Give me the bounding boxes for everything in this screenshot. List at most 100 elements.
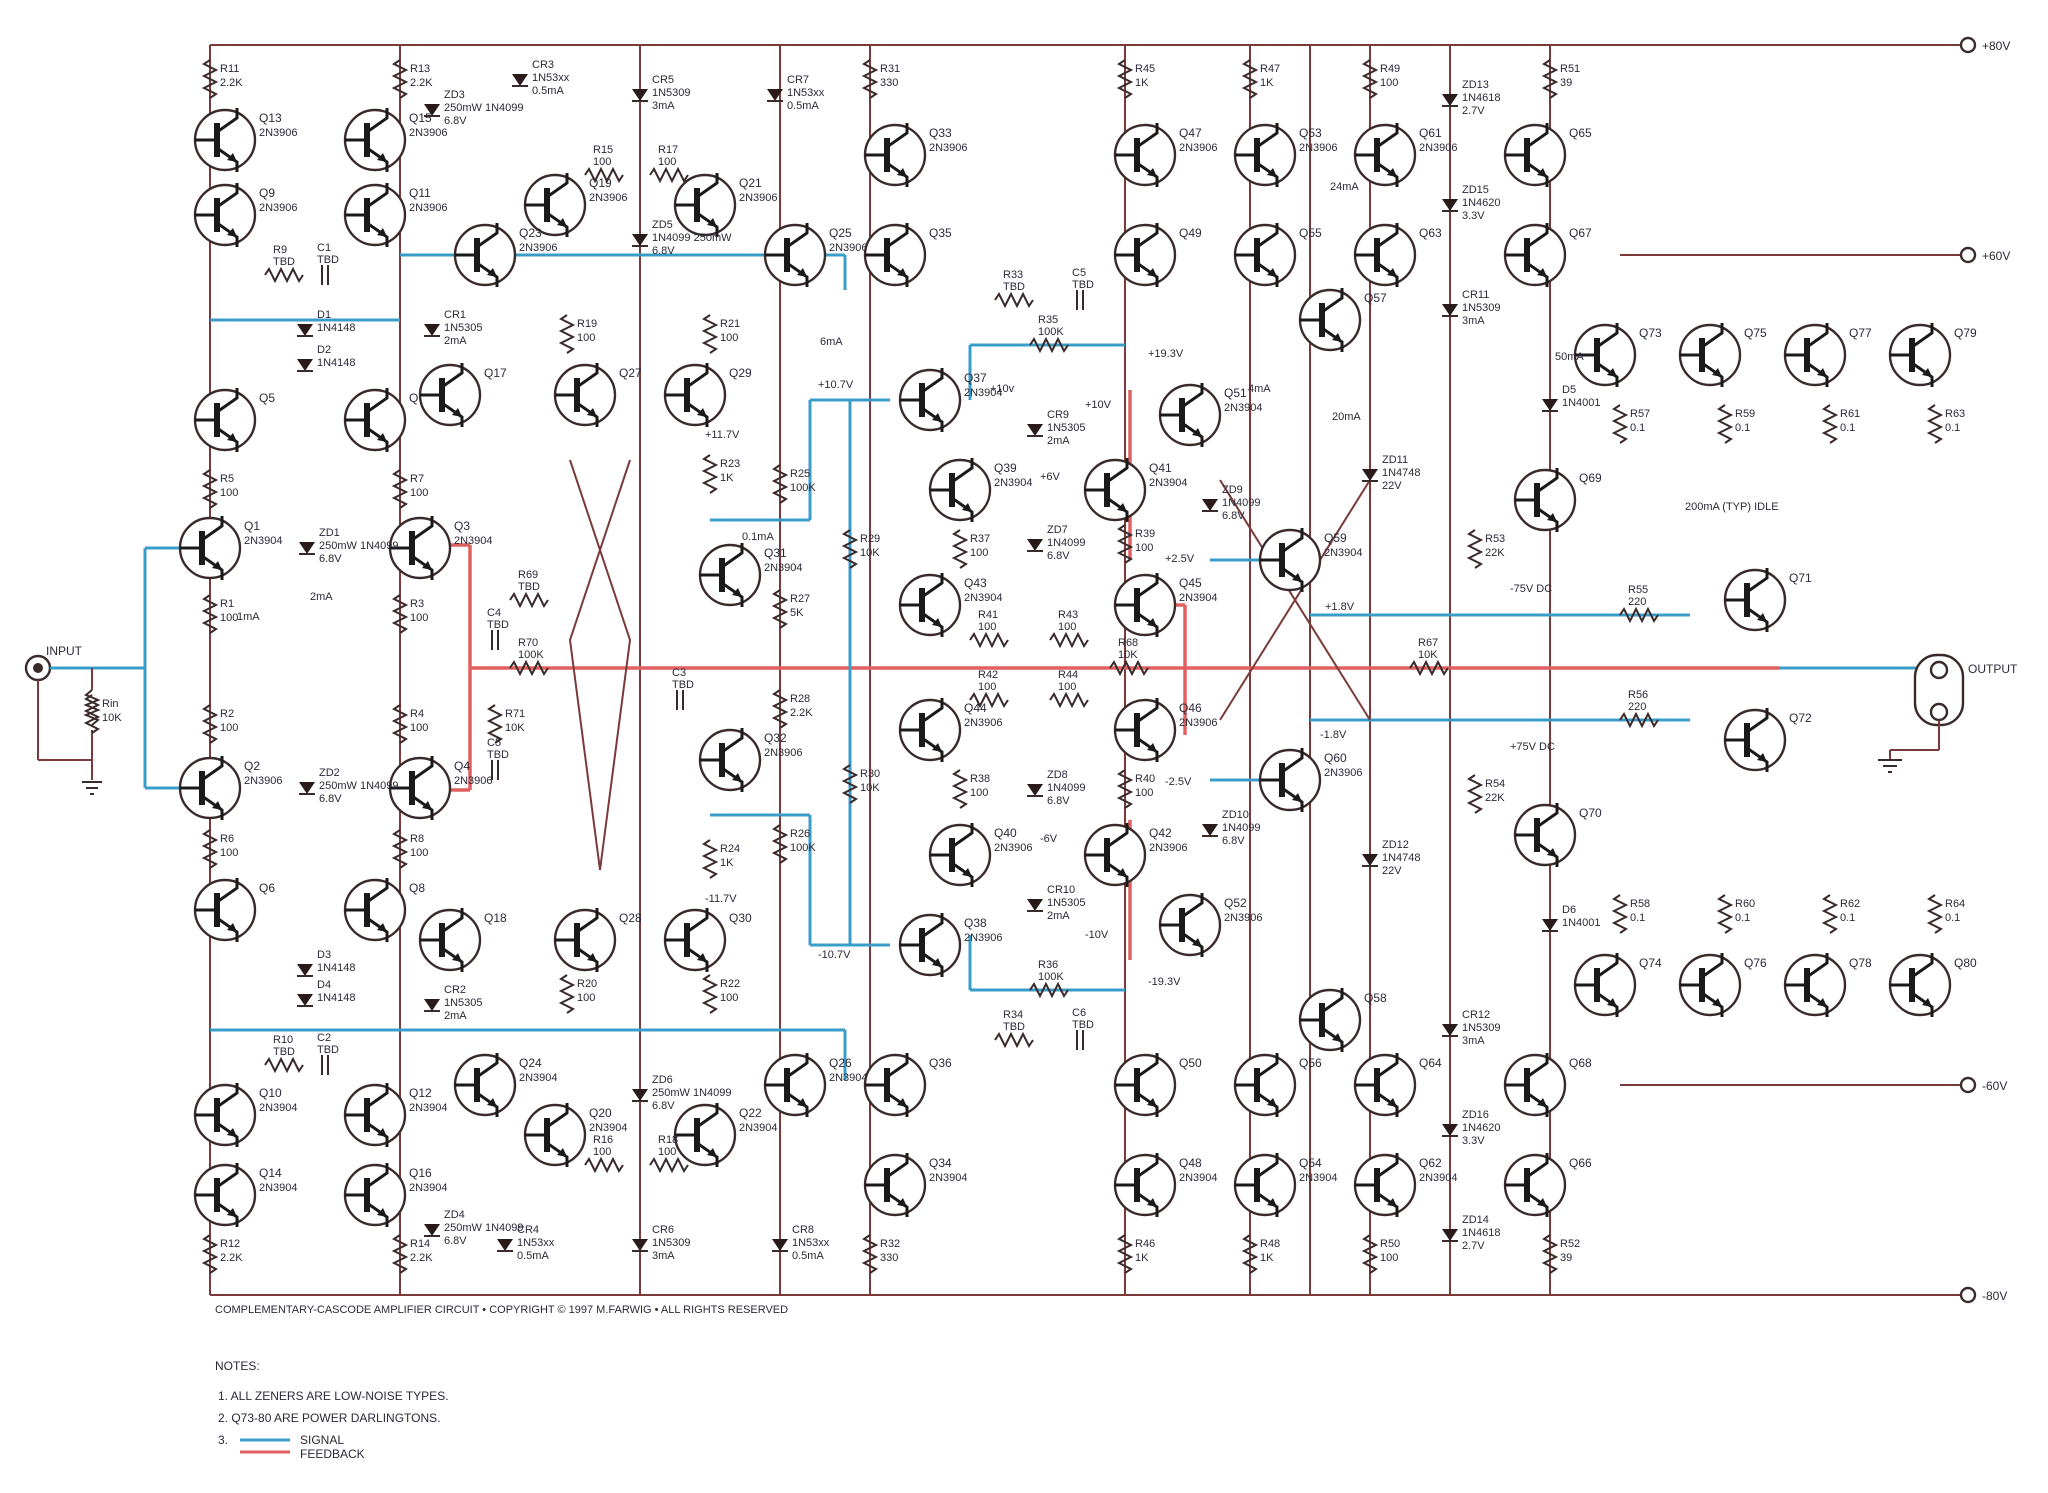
input-label: INPUT xyxy=(46,644,83,658)
resistor-value: 100 xyxy=(1135,787,1153,799)
resistor-value: TBD xyxy=(273,256,295,268)
diode-note: 2.7V xyxy=(1462,105,1485,117)
resistor-ref: R24 xyxy=(720,843,740,855)
diode-note: 2mA xyxy=(1047,910,1070,922)
diode-part: 1N4099 250mW xyxy=(652,232,732,244)
resistor-value: 100 xyxy=(593,1146,611,1158)
transistor-ref: Q41 xyxy=(1149,461,1172,475)
current-annotation: 24mA xyxy=(1330,181,1359,193)
resistor-ref: R6 xyxy=(220,833,234,845)
resistor-ref: R61 xyxy=(1840,408,1860,420)
current-annotation: 50mA xyxy=(1555,351,1584,363)
current-annotation: 2mA xyxy=(310,591,333,603)
resistor-value: 100K xyxy=(790,842,816,854)
diode-part: 1N4620 xyxy=(1462,1122,1501,1134)
transistor-part: 2N3906 xyxy=(1179,717,1218,729)
transistor-ref: Q39 xyxy=(994,461,1017,475)
transistor-part: 2N3906 xyxy=(1419,142,1458,154)
transistor-ref: Q23 xyxy=(519,226,542,240)
resistor-ref: R27 xyxy=(790,593,810,605)
transistor-part: 2N3904 xyxy=(739,1122,778,1134)
resistor-ref: R37 xyxy=(970,533,990,545)
diode-part: 1N4099 xyxy=(1222,822,1261,834)
resistor-ref: R3 xyxy=(410,598,424,610)
diode-ref: CR6 xyxy=(652,1224,674,1236)
resistor-ref: R22 xyxy=(720,978,740,990)
diode-ref: ZD8 xyxy=(1047,769,1068,781)
transistor-ref: Q35 xyxy=(929,226,952,240)
resistor-ref: R20 xyxy=(577,978,597,990)
transistor-q66: Q66 xyxy=(1503,1153,1592,1217)
diode-part: 1N5309 xyxy=(652,1237,691,1249)
diode-part: 1N4618 xyxy=(1462,1227,1501,1239)
diode-ref: ZD6 xyxy=(652,1074,673,1086)
transistor-q67: Q67 xyxy=(1503,223,1592,287)
transistor-ref: Q56 xyxy=(1299,1056,1322,1070)
resistor-value: 100 xyxy=(720,992,738,1004)
transistor-part: 2N3906 xyxy=(964,717,1003,729)
transistor-q55: Q55 xyxy=(1233,223,1322,287)
resistor-value: 22K xyxy=(1485,547,1505,559)
resistor-ref: R35 xyxy=(1038,314,1058,326)
diode-part: 1N5309 xyxy=(1462,302,1501,314)
resistor-value: 100 xyxy=(410,722,428,734)
resistor-ref: R26 xyxy=(790,828,810,840)
diode-note: 2.7V xyxy=(1462,1240,1485,1252)
diode-part: 250mW 1N4099 xyxy=(319,780,399,792)
resistor-ref: R50 xyxy=(1380,1238,1400,1250)
resistor-ref: R57 xyxy=(1630,408,1650,420)
resistor-value: 0.1 xyxy=(1840,422,1855,434)
transistor-ref: Q17 xyxy=(484,366,507,380)
diode-note: 6.8V xyxy=(652,245,675,257)
feedback-traces xyxy=(440,390,1940,960)
diode-part: 1N4618 xyxy=(1462,92,1501,104)
resistor-value: 100K xyxy=(1038,971,1064,983)
resistor-value: 330 xyxy=(880,1252,898,1264)
resistor-ref: R11 xyxy=(220,63,239,75)
transistor-ref: Q10 xyxy=(259,1086,282,1100)
transistor-ref: Q66 xyxy=(1569,1156,1592,1170)
transistor-part: 2N3904 xyxy=(1179,1172,1218,1184)
resistor-value: TBD xyxy=(1003,281,1025,293)
resistor-ref: R15 xyxy=(593,144,613,156)
transistor-ref: Q33 xyxy=(929,126,952,140)
diode-part: 250mW 1N4099 xyxy=(652,1087,732,1099)
transistor-ref: Q59 xyxy=(1324,531,1347,545)
resistor-value: 0.1 xyxy=(1945,912,1960,924)
diode-ref: CR11 xyxy=(1462,289,1489,301)
diode-part: 1N4001 xyxy=(1562,917,1601,929)
symbol-layer: R1100R2100R3100R4100R5100R6100R7100R8100… xyxy=(83,59,1965,1274)
diode-part: 1N4001 xyxy=(1562,397,1601,409)
resistor-ref: R52 xyxy=(1560,1238,1580,1250)
transistor-part: 2N3906 xyxy=(739,192,778,204)
resistor-value: 10K xyxy=(860,782,880,794)
rail-label-p60: +60V xyxy=(1982,249,2010,263)
diode-part: 1N4099 xyxy=(1222,497,1261,509)
